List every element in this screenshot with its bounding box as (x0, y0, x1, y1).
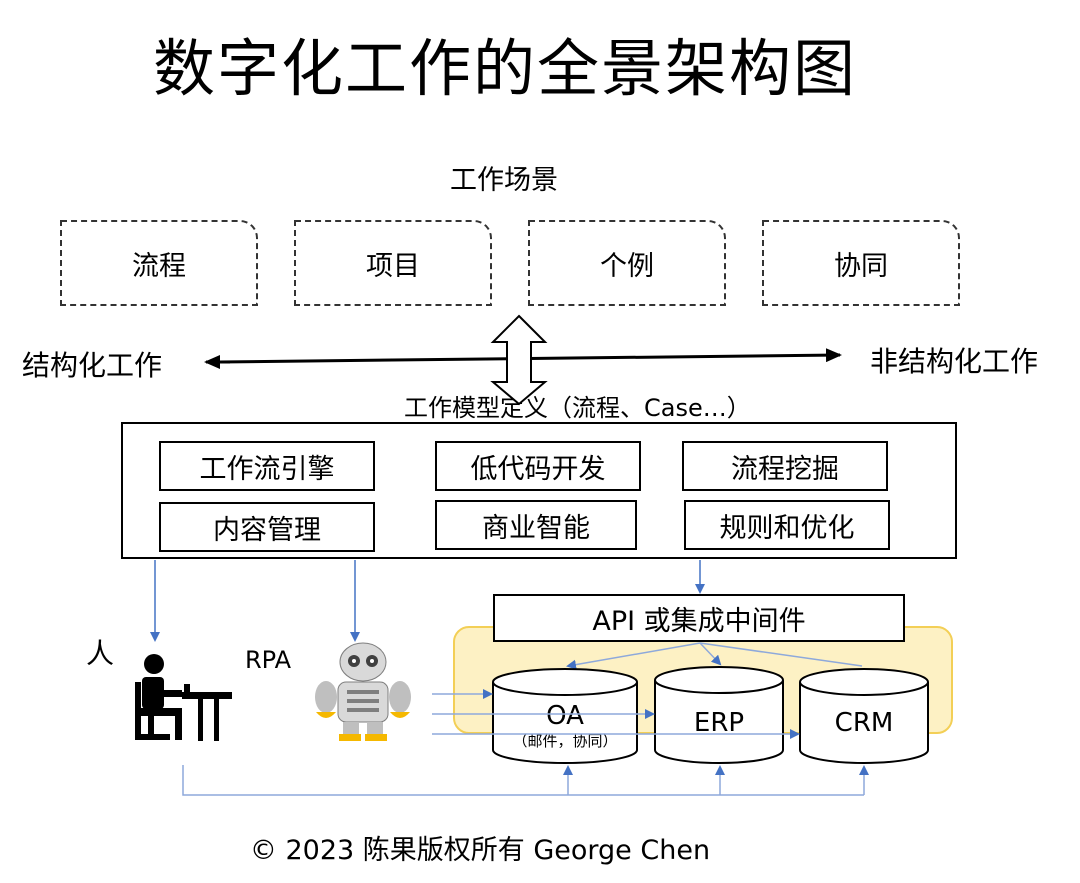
capability-label: 规则和优化 (719, 512, 855, 544)
connector-api-crm (699, 642, 863, 667)
capability-label: 流程挖掘 (731, 453, 839, 485)
crm-database (799, 668, 929, 764)
double-arrow-icon (490, 314, 548, 406)
scene-collaboration: 协同 (762, 220, 960, 306)
capability-rules-optimization: 规则和优化 (684, 500, 890, 550)
capability-business-intelligence: 商业智能 (435, 500, 637, 550)
model-label: 工作模型定义（流程、Case…） (404, 394, 751, 422)
connector-api-erp (699, 642, 722, 666)
scene-label: 工作场景 (450, 165, 558, 196)
oa-database (492, 668, 638, 764)
capability-label: 低代码开发 (470, 453, 606, 485)
person-label: 人 (86, 637, 115, 670)
capability-label: 商业智能 (482, 512, 590, 544)
erp-label: ERP (694, 708, 744, 738)
crm-label: CRM (835, 708, 894, 738)
axis-right-label: 非结构化工作 (870, 345, 1039, 378)
capability-low-code: 低代码开发 (435, 441, 641, 491)
api-middleware-label: API 或集成中间件 (592, 605, 806, 637)
copyright-text: © 2023 陈果版权所有 George Chen (249, 835, 711, 866)
scene-process-label: 流程 (132, 250, 186, 282)
robot-icon (315, 642, 411, 741)
scene-project-label: 项目 (366, 250, 420, 282)
connector-api-oa (566, 642, 701, 670)
oa-sublabel: （邮件，协同） (512, 732, 617, 750)
capability-label: 工作流引擎 (199, 453, 335, 485)
scene-collaboration-label: 协同 (834, 250, 888, 282)
capability-content-management: 内容管理 (159, 502, 375, 552)
page-title: 数字化工作的全景架构图 (152, 32, 857, 105)
scene-case-label: 个例 (600, 250, 654, 282)
scene-case: 个例 (528, 220, 726, 306)
capability-process-mining: 流程挖掘 (682, 441, 888, 491)
person-at-desk-icon (135, 654, 232, 741)
api-middleware-box: API 或集成中间件 (493, 594, 905, 642)
erp-database (654, 666, 784, 764)
capability-workflow-engine: 工作流引擎 (159, 441, 375, 491)
scene-process: 流程 (60, 220, 258, 306)
model-container (121, 422, 957, 559)
scene-project: 项目 (294, 220, 492, 306)
oa-label: OA (546, 701, 584, 731)
connector-person-bus (182, 765, 864, 796)
rpa-label: RPA (245, 646, 292, 674)
capability-label: 内容管理 (213, 514, 321, 546)
axis-left-label: 结构化工作 (22, 349, 163, 382)
